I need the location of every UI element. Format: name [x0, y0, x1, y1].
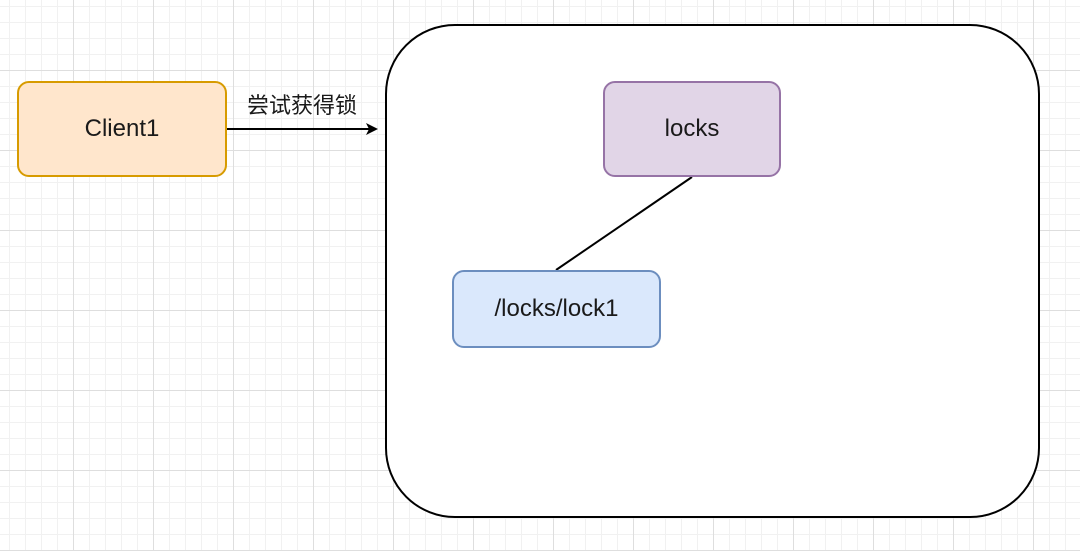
locks-node[interactable]: locks	[603, 81, 781, 177]
acquire-lock-arrow-label: 尝试获得锁	[247, 94, 358, 119]
client1-node[interactable]: Client1	[17, 81, 227, 177]
locks-label: locks	[664, 115, 720, 142]
lock1-label: /locks/lock1	[494, 295, 619, 322]
lock1-node[interactable]: /locks/lock1	[452, 270, 661, 348]
client1-label: Client1	[84, 115, 160, 142]
